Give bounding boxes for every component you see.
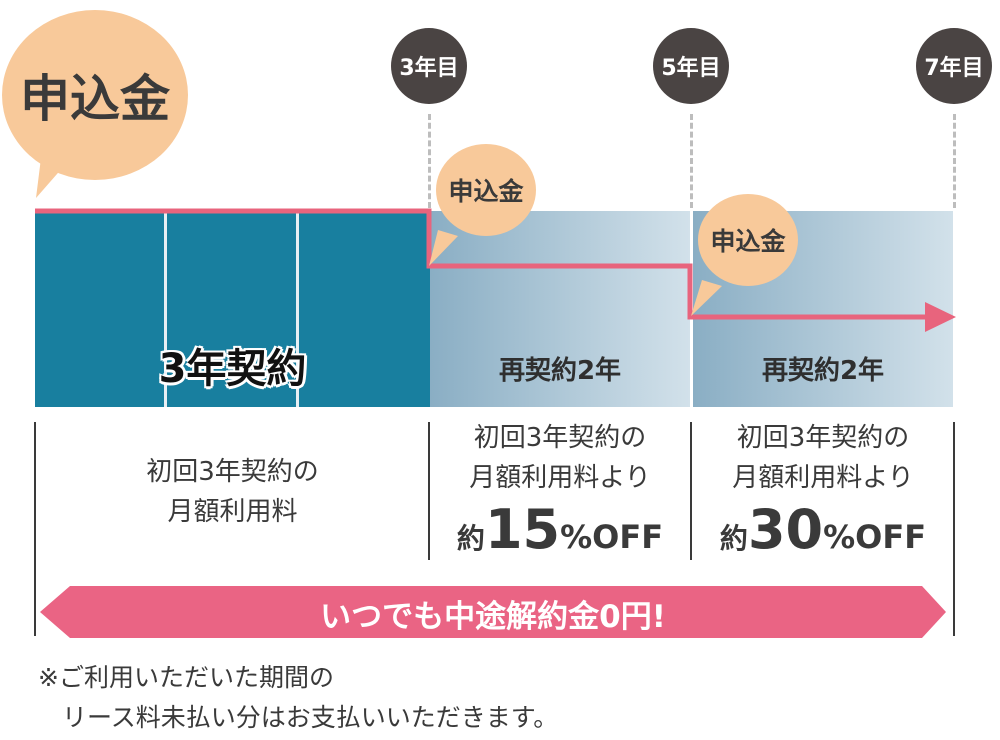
renewal-band-1 [430, 211, 690, 407]
year-marker-7: 7年目 [916, 28, 992, 104]
discount-number: 30 [747, 498, 824, 561]
note-line-1: ※ご利用いただいた期間の [38, 663, 334, 692]
discount-number: 15 [484, 498, 561, 561]
divider-line [953, 422, 955, 636]
discount-30: 約30%OFF [695, 498, 951, 561]
renewal-description-2: 初回3年契約の 月額利用料より [695, 418, 951, 498]
year-marker-3: 3年目 [391, 28, 467, 104]
bubble-tail [429, 230, 458, 266]
application-fee-label: 申込金 [448, 177, 524, 206]
description-line: 初回3年契約の [146, 457, 319, 487]
divider-line [34, 422, 36, 636]
year-divider [164, 211, 167, 407]
divider-line [690, 422, 692, 560]
bubble-tail [691, 280, 722, 316]
description-line: 月額利用料 [167, 497, 298, 527]
year-marker-dash [953, 114, 956, 208]
application-fee-label: 申込金 [710, 227, 786, 256]
year-marker-label: 5年目 [661, 56, 721, 81]
cancellation-banner-text: いつでも中途解約金0円! [320, 599, 666, 635]
price-line [35, 208, 956, 332]
description-line: 初回3年契約の [473, 423, 647, 453]
note-line-2: リース料未払い分はお支払いいただきます。 [62, 703, 559, 732]
description-line: 月額利用料より [469, 463, 651, 493]
description-line: 初回3年契約の [736, 423, 910, 453]
renewal-description-1: 初回3年契約の 月額利用料より [432, 418, 688, 498]
initial-contract-band [35, 211, 430, 407]
discount-prefix: 約 [719, 522, 748, 555]
cancellation-banner-shape [40, 586, 946, 638]
description-line: 月額利用料より [732, 463, 914, 493]
application-fee-label: 申込金 [20, 70, 170, 128]
year-marker-dash [428, 114, 431, 208]
application-fee-bubble: 申込金 [2, 10, 188, 180]
application-fee-bubble: 申込金 [436, 144, 536, 236]
initial-contract-title: 3年契約 [158, 346, 307, 392]
application-fee-bubble: 申込金 [698, 194, 798, 286]
discount-suffix: %OFF [823, 518, 927, 556]
discount-prefix: 約 [456, 522, 485, 555]
discount-15: 約15%OFF [432, 498, 688, 561]
year-marker-label: 3年目 [399, 56, 459, 81]
year-marker-dash [690, 114, 693, 208]
renewal-title-1: 再契約2年 [498, 356, 622, 386]
renewal-title-2: 再契約2年 [761, 356, 885, 386]
initial-fee-description: 初回3年契約の 月額利用料 [40, 452, 425, 532]
divider-line [428, 422, 430, 560]
year-marker-5: 5年目 [653, 28, 729, 104]
year-divider [296, 211, 299, 407]
discount-suffix: %OFF [560, 518, 664, 556]
year-marker-label: 7年目 [924, 56, 984, 81]
